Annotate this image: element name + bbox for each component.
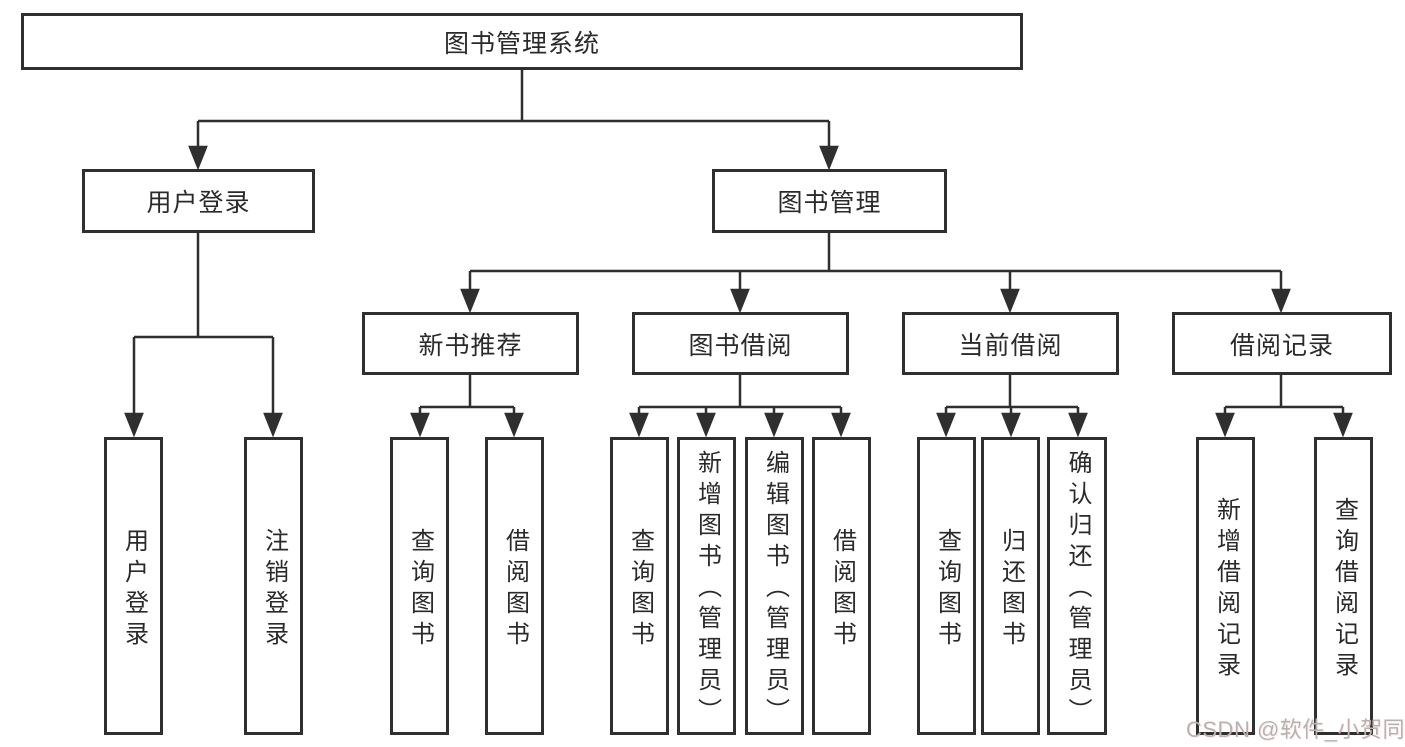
node-root-label: 图书管理系统: [443, 29, 600, 58]
arrowhead: [410, 412, 430, 438]
leaf-borrow-books: 借阅图书: [812, 437, 871, 735]
connector-borrow-records-branch: [1215, 375, 1353, 438]
node-current-borrow: 当前借阅: [902, 312, 1119, 375]
arrowhead: [504, 412, 524, 438]
leaf-add-book-admin: 新增图书（管理员）: [677, 437, 736, 735]
node-book-management: 图书管理: [712, 169, 947, 233]
node-new-book-recommend-label: 新书推荐: [418, 331, 523, 360]
arrowhead: [831, 412, 851, 438]
leaf-query-borrow-record-label: 查询借阅记录: [1330, 496, 1358, 683]
leaf-borrow-books-recommend: 借阅图书: [485, 437, 544, 735]
leaf-add-borrow-record: 新增借阅记录: [1196, 437, 1255, 735]
leaf-user-login: 用户登录: [104, 437, 163, 735]
node-borrow-records-label: 借阅记录: [1229, 331, 1334, 360]
arrowhead: [819, 145, 839, 171]
leaf-return-book-label: 归还图书: [997, 527, 1025, 652]
leaf-borrow-books-recommend-label: 借阅图书: [501, 527, 529, 652]
leaf-user-login-label: 用户登录: [120, 527, 148, 652]
leaf-logout-label: 注销登录: [260, 527, 288, 652]
arrowhead: [1333, 412, 1353, 438]
leaf-query-books-current-label: 查询图书: [933, 527, 961, 652]
connector-user-login-branch: [124, 233, 283, 438]
connector-root-to-level2: [188, 70, 839, 171]
arrowhead: [629, 412, 649, 438]
leaf-confirm-return-admin: 确认归还（管理员）: [1047, 437, 1107, 735]
connector-book-management-branch: [460, 233, 1291, 314]
leaf-confirm-return-admin-label: 确认归还（管理员）: [1064, 450, 1091, 729]
node-new-book-recommend: 新书推荐: [362, 312, 579, 375]
leaf-logout: 注销登录: [244, 437, 303, 735]
leaf-edit-book-admin-label: 编辑图书（管理员）: [761, 450, 789, 729]
leaf-borrow-books-label: 借阅图书: [828, 527, 856, 652]
arrowhead: [1068, 412, 1088, 438]
arrowhead: [730, 288, 750, 314]
arrowhead: [1000, 288, 1020, 314]
arrowhead: [1001, 412, 1021, 438]
node-root: 图书管理系统: [21, 13, 1023, 70]
leaf-query-books-recommend: 查询图书: [390, 437, 449, 735]
arrowhead: [124, 412, 144, 438]
node-book-management-label: 图书管理: [777, 189, 882, 217]
leaf-add-book-admin-label: 新增图书（管理员）: [693, 450, 721, 729]
leaf-query-borrow-record: 查询借阅记录: [1314, 437, 1373, 735]
node-user-login-label: 用户登录: [146, 189, 251, 217]
arrowhead: [1271, 288, 1291, 314]
node-user-login: 用户登录: [82, 169, 315, 233]
arrowhead: [936, 412, 956, 438]
leaf-edit-book-admin: 编辑图书（管理员）: [745, 437, 804, 735]
arrowhead: [1215, 412, 1235, 438]
connector-new-book-branch: [410, 375, 524, 438]
leaf-query-books-recommend-label: 查询图书: [406, 527, 434, 652]
arrowhead: [460, 288, 480, 314]
connector-book-borrow-branch: [629, 375, 851, 438]
arrowhead: [263, 412, 283, 438]
node-book-borrow-label: 图书借阅: [688, 331, 793, 360]
leaf-query-books-current: 查询图书: [917, 437, 976, 735]
leaf-query-books-borrow-label: 查询图书: [626, 527, 654, 652]
node-borrow-records: 借阅记录: [1172, 312, 1392, 375]
arrowhead: [188, 145, 208, 171]
leaf-add-borrow-record-label: 新增借阅记录: [1212, 496, 1240, 683]
connector-current-borrow-branch: [936, 375, 1088, 438]
node-current-borrow-label: 当前借阅: [958, 331, 1063, 360]
leaf-query-books-borrow: 查询图书: [610, 437, 669, 735]
csdn-watermark: CSDN @软件_小贺同学: [1186, 717, 1405, 742]
arrowhead: [696, 412, 716, 438]
arrowhead: [764, 412, 784, 438]
leaf-return-book: 归还图书: [981, 437, 1040, 735]
node-book-borrow: 图书借阅: [632, 312, 849, 375]
